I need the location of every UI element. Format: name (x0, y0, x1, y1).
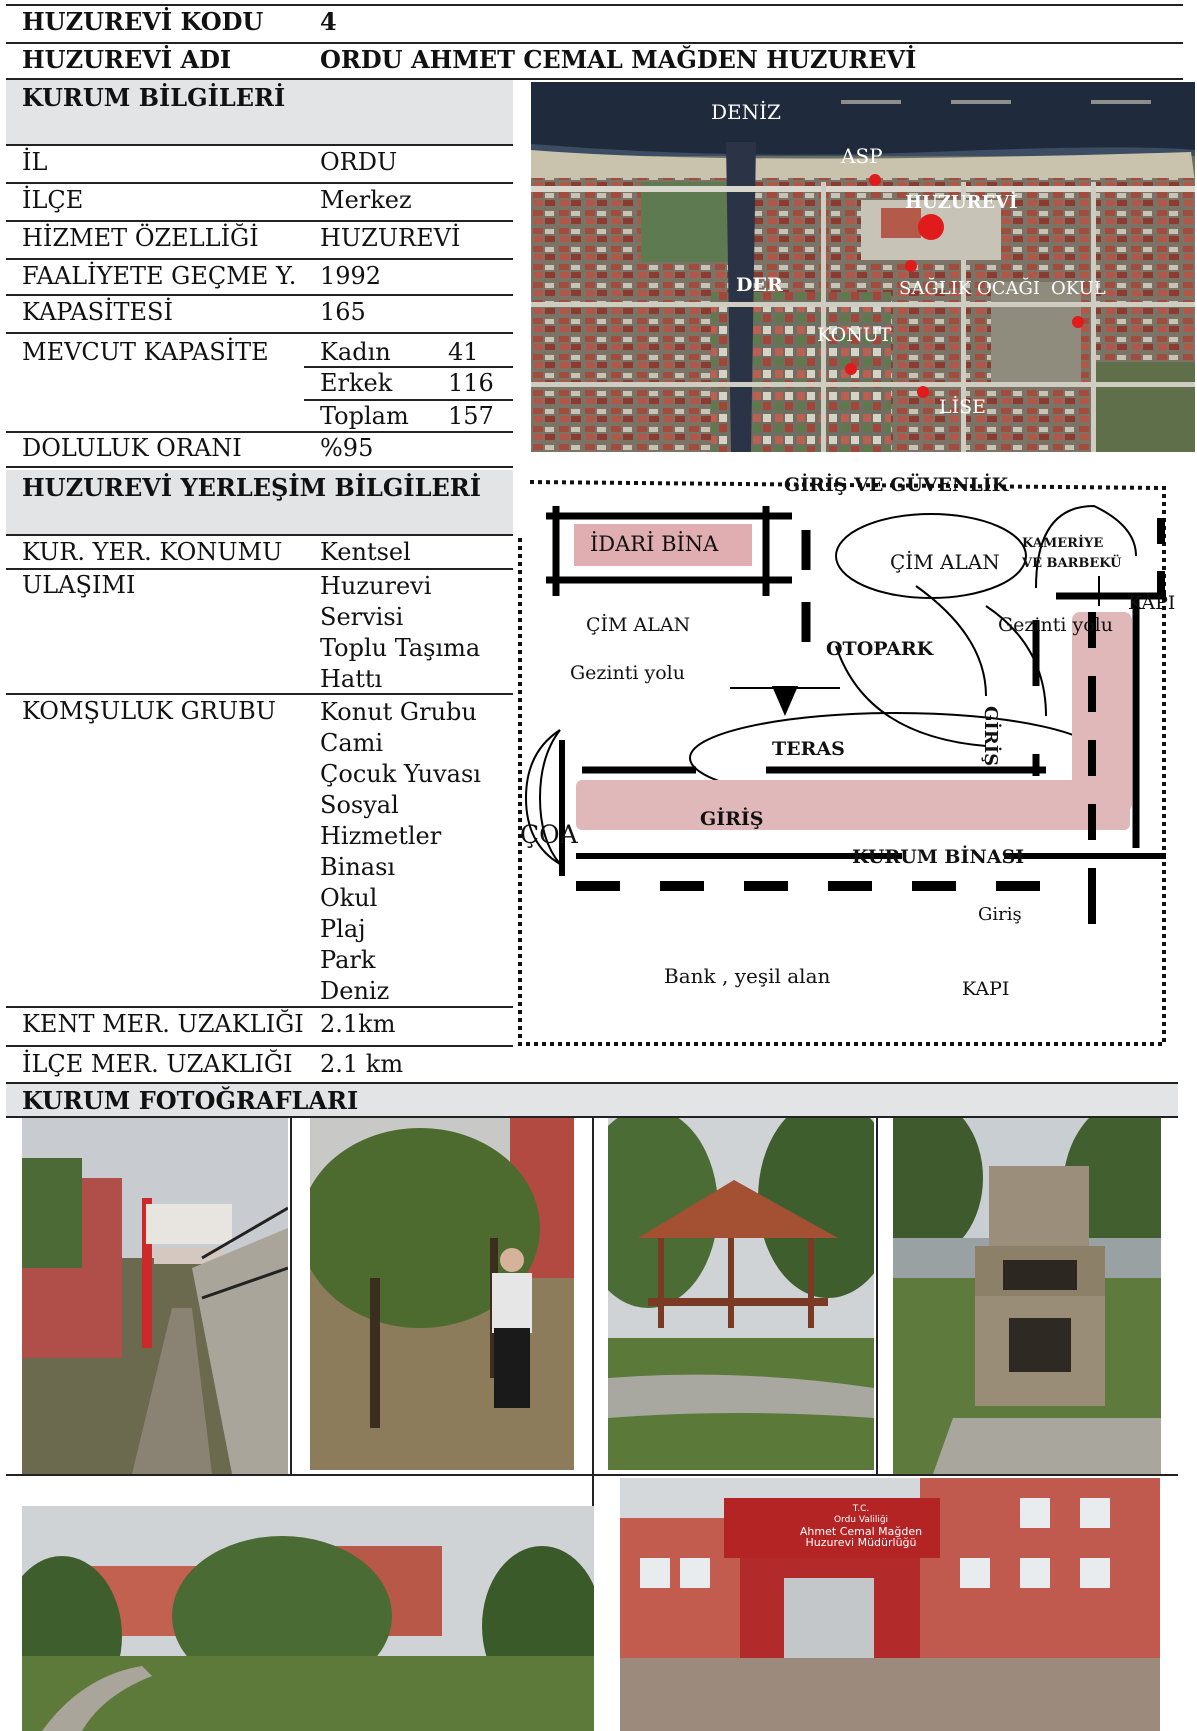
code-value: 4 (320, 7, 337, 36)
kurum-section-title: KURUM BİLGİLERİ (22, 83, 286, 112)
kurum-section-header (6, 80, 513, 144)
plan-kapi-1: KAPI (1128, 592, 1176, 614)
toplam-value: 157 (448, 402, 494, 430)
map-label-lise: LİSE (939, 396, 987, 418)
ilce-mer-label: İLÇE MER. UZAKLIĞI (22, 1050, 293, 1078)
code-label: HUZUREVİ KODU (22, 7, 264, 36)
name-label: HUZUREVİ ADI (22, 45, 232, 74)
kapasite-label: KAPASİTESİ (22, 298, 173, 326)
satellite-map: DENİZ ASP HUZUREVİ DER SAĞLIK OCAĞI OKUL… (531, 82, 1195, 452)
plan-kurum-binasi: KURUM BİNASI (852, 846, 1025, 868)
entrance-sign: T.C. Ordu Valiliği Ahmet Cemal Mağden Hu… (799, 1504, 923, 1549)
map-label-asp: ASP (841, 144, 883, 168)
plan-gezinti-2: Gezinti yolu (570, 662, 685, 684)
ulasim-values: Huzurevi Servisi Toplu Taşıma Hattı (320, 572, 481, 693)
konum-value: Kentsel (320, 538, 411, 566)
photo-gazebo (608, 1118, 874, 1470)
map-label-okul: OKUL (1051, 278, 1106, 299)
photos-section-title: KURUM FOTOĞRAFLARI (22, 1086, 359, 1115)
faaliyet-label: FAALİYETE GEÇME Y. (22, 262, 297, 290)
photo-path-fence (22, 1118, 288, 1474)
plan-cim-alan-2: ÇİM ALAN (586, 614, 691, 636)
ilce-mer-value: 2.1 km (320, 1050, 404, 1078)
map-label-deniz: DENİZ (711, 100, 781, 124)
photo-main-entrance: T.C. Ordu Valiliği Ahmet Cemal Mağden Hu… (620, 1478, 1160, 1731)
erkek-label: Erkek (320, 369, 393, 397)
photo-barbecue (893, 1118, 1161, 1474)
plan-cim-alan-1: ÇİM ALAN (890, 550, 1000, 574)
komsuluk-label: KOMŞULUK GRUBU (22, 697, 276, 725)
photo-man-tree (310, 1118, 574, 1470)
photo-garden-building (22, 1506, 594, 1731)
plan-gezinti-1: Gezinti yolu (998, 614, 1113, 636)
kadin-label: Kadın (320, 338, 391, 366)
doluluk-label: DOLULUK ORANI (22, 434, 242, 462)
mevcut-label: MEVCUT KAPASİTE (22, 338, 269, 366)
toplam-label: Toplam (320, 402, 409, 430)
plan-coa: ÇOA (520, 820, 578, 849)
erkek-value: 116 (448, 369, 494, 397)
ilce-value: Merkez (320, 186, 412, 214)
name-value: ORDU AHMET CEMAL MAĞDEN HUZUREVİ (320, 45, 917, 74)
plan-otopark: OTOPARK (826, 638, 934, 660)
plan-giris-horizontal: GİRİŞ (700, 808, 764, 830)
yerlesim-section-header (6, 470, 513, 534)
map-label-konut: KONUT (817, 324, 892, 346)
kadin-value: 41 (448, 338, 479, 366)
kapasite-value: 165 (320, 298, 366, 326)
map-label-der: DER (736, 274, 783, 296)
ulasim-label: ULAŞIMI (22, 571, 136, 599)
konum-label: KUR. YER. KONUMU (22, 538, 283, 566)
ilce-label: İLÇE (22, 186, 84, 214)
plan-bank: Bank , yeşil alan (664, 964, 831, 988)
map-label-saglik: SAĞLIK OCAĞI (899, 278, 1040, 299)
hizmet-value: HUZUREVİ (320, 224, 461, 252)
il-label: İL (22, 148, 48, 176)
plan-kameriye-1: KAMERİYE (1022, 536, 1104, 551)
plan-giris-small: Giriş (978, 904, 1022, 925)
plan-giris-guvenlik: GİRİŞ VE GÜVENLİK (784, 474, 1009, 496)
plan-idari-bina: İDARİ BİNA (590, 532, 719, 556)
yerlesim-section-title: HUZUREVİ YERLEŞİM BİLGİLERİ (22, 473, 481, 502)
kent-label: KENT MER. UZAKLIĞI (22, 1010, 304, 1038)
il-value: ORDU (320, 148, 398, 176)
photos-section-header (6, 1084, 1178, 1116)
map-label-huzurevi: HUZUREVİ (905, 192, 1018, 213)
plan-giris-vertical: GİRİŞ (980, 706, 1001, 767)
hizmet-label: HİZMET ÖZELLİĞİ (22, 224, 259, 252)
site-plan: GİRİŞ VE GÜVENLİK İDARİ BİNA ÇİM ALAN KA… (516, 474, 1176, 1048)
plan-kameriye-2: VE BARBEKÜ (1022, 556, 1122, 571)
kent-value: 2.1km (320, 1010, 396, 1038)
faaliyet-value: 1992 (320, 262, 382, 290)
plan-teras: TERAS (772, 738, 845, 760)
doluluk-value: %95 (320, 434, 374, 462)
plan-kapi-2: KAPI (962, 978, 1010, 1000)
komsuluk-values: Konut Grubu Cami Çocuk Yuvası Sosyal Hiz… (320, 698, 481, 1005)
